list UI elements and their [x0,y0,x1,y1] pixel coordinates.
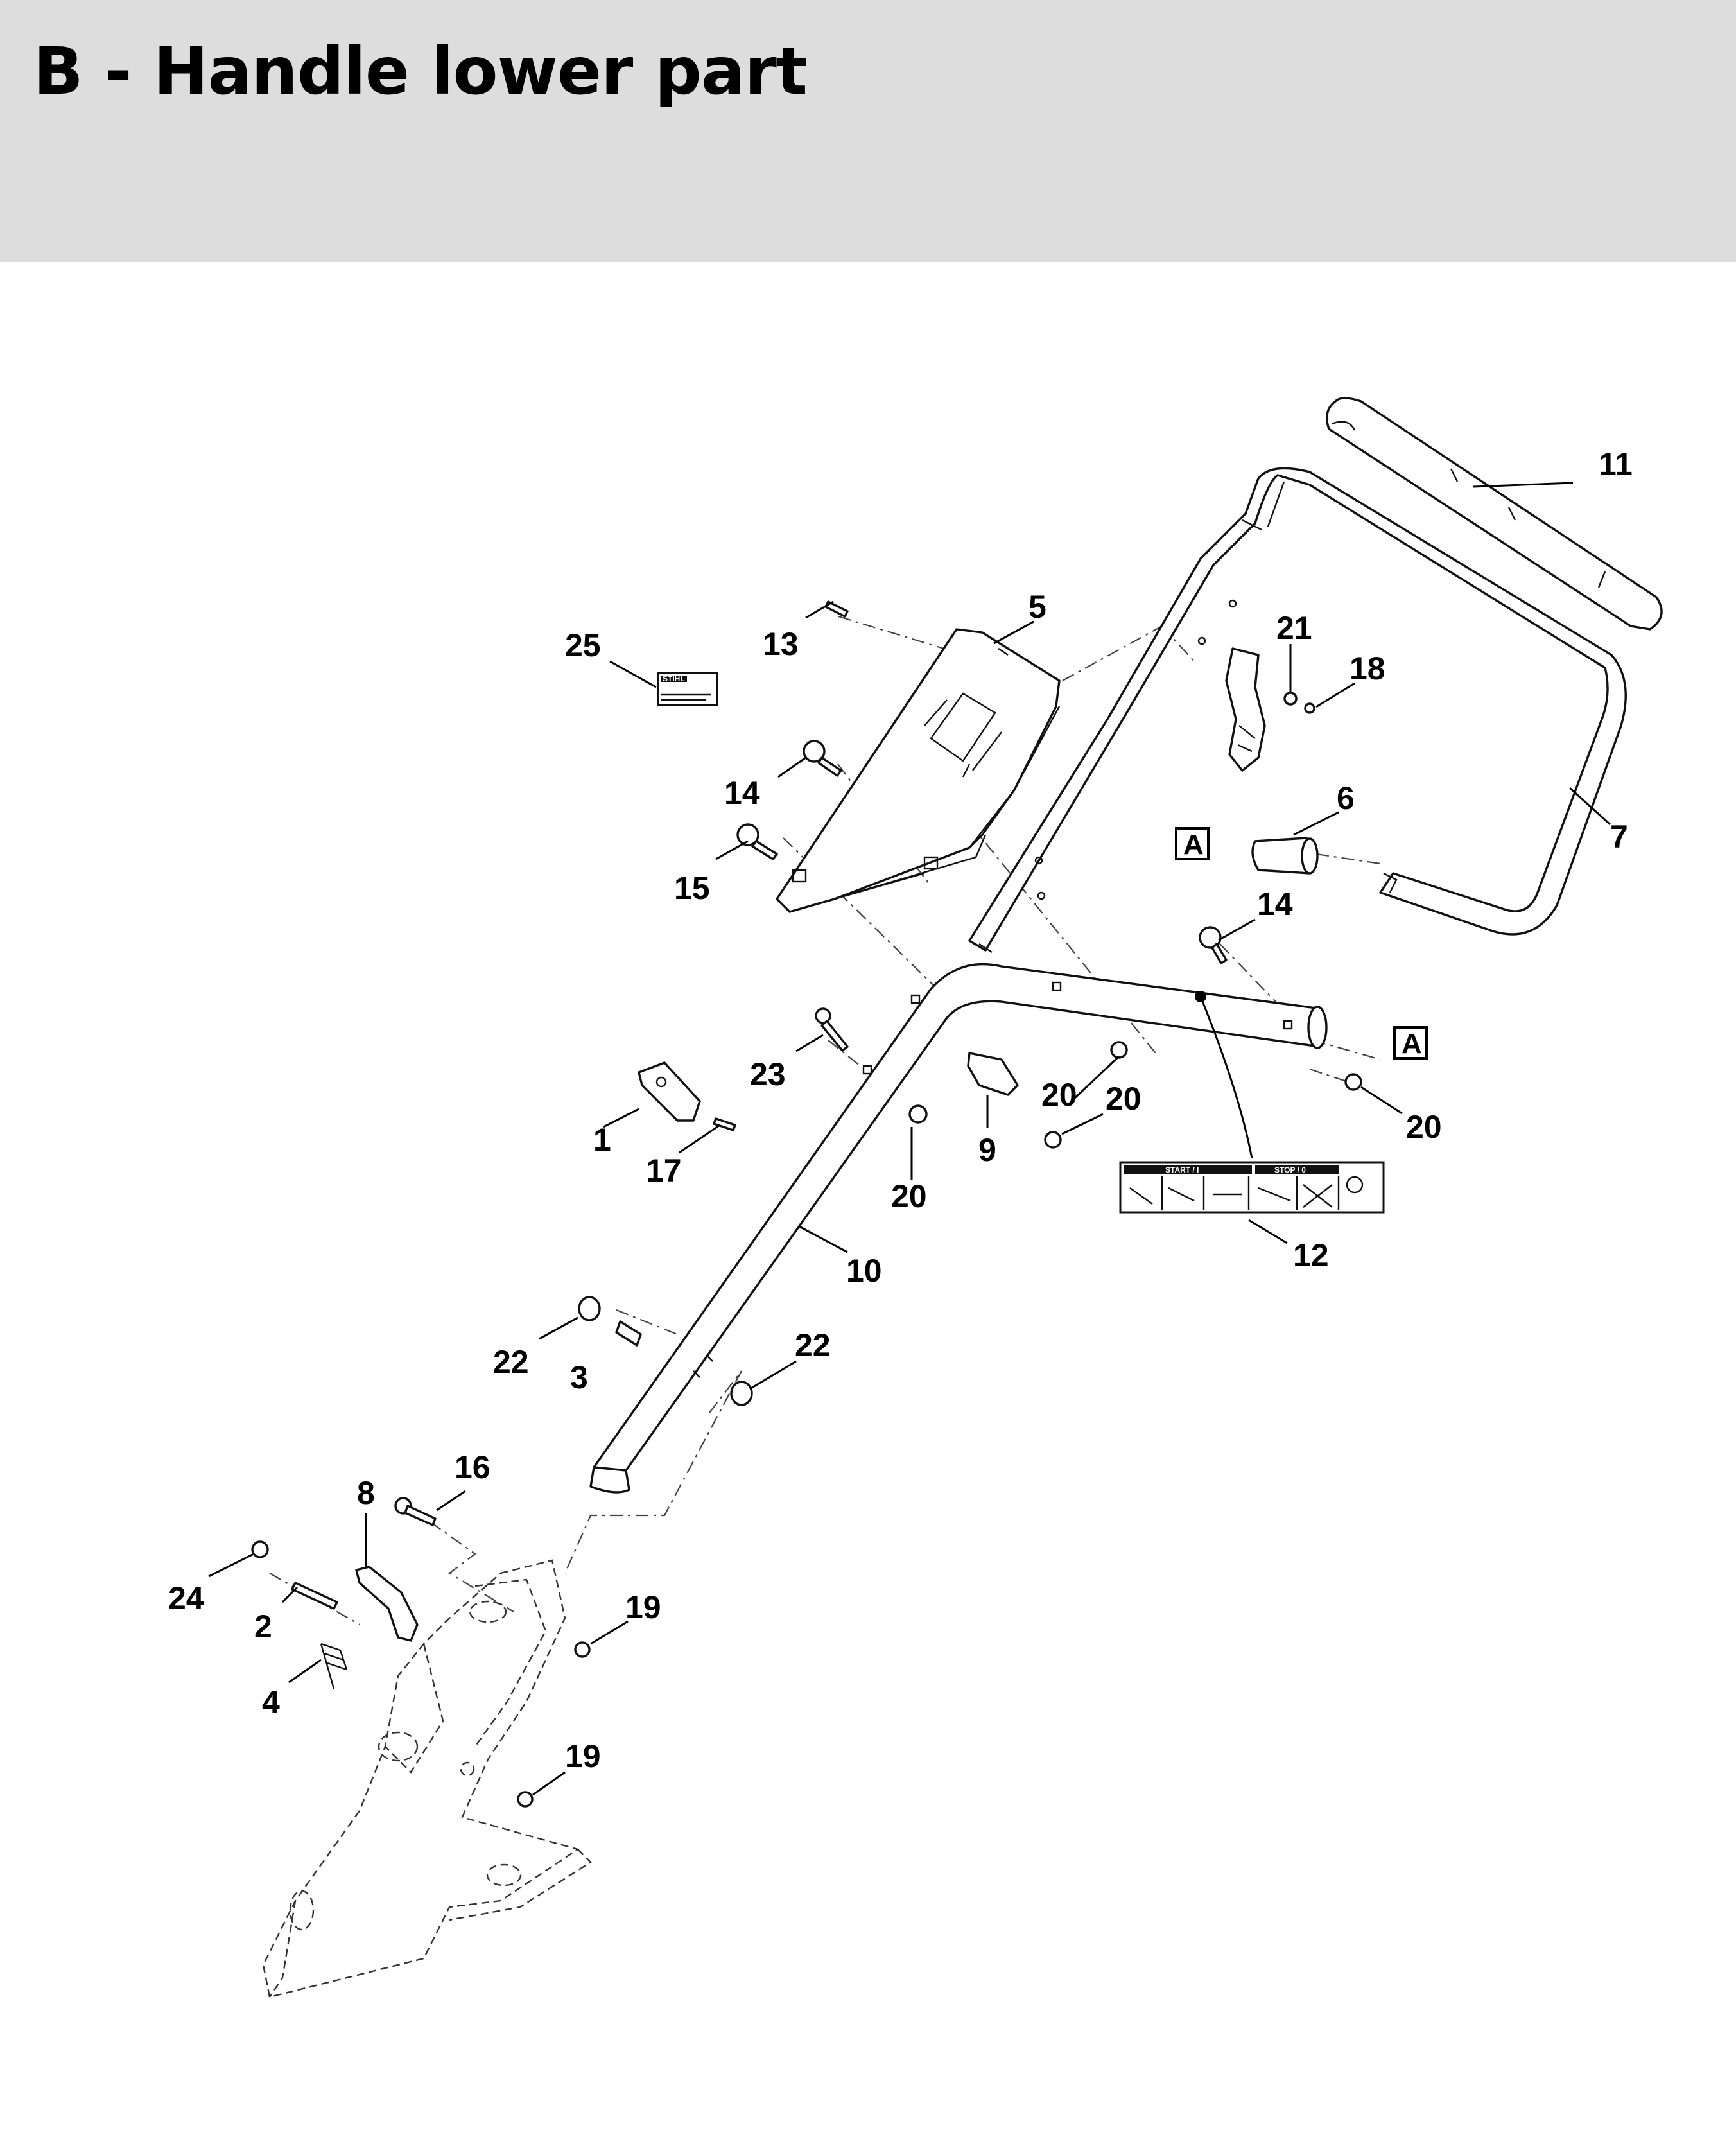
callout-16: 16 [455,1449,490,1485]
callout-3: 3 [570,1359,588,1395]
reference-marker-right: A [1393,1026,1428,1060]
lower-tube [589,963,1328,1494]
callout-18: 18 [1350,650,1385,686]
callout-2: 2 [254,1609,272,1644]
callout-6: 6 [1337,780,1355,816]
callout-24: 24 [168,1580,204,1616]
callout-20-d: 20 [1406,1109,1442,1145]
header-band: B - Handle lower part [0,0,1736,262]
callout-19-lower: 19 [565,1738,601,1774]
callout-14-upper: 14 [724,775,760,811]
small-parts [251,600,1362,1808]
callout-20-c: 20 [891,1178,927,1214]
reference-marker-left-letter: A [1183,829,1204,860]
callout-22-right: 22 [795,1327,831,1363]
upper-handle-loop [968,467,1627,954]
callout-7: 7 [1610,819,1628,855]
callout-leaders [208,482,1611,1796]
callout-20-b: 20 [1106,1081,1141,1117]
callout-12: 12 [1293,1237,1329,1273]
callout-numbers: 11 5 13 25 21 18 6 7 14 15 14 23 1 17 9 … [168,446,1633,1774]
brand-mark-text: STIHL [663,674,685,683]
callout-25: 25 [565,627,601,663]
callout-4: 4 [262,1684,280,1720]
callout-8: 8 [357,1475,375,1511]
callout-19-upper: 19 [625,1589,661,1625]
reference-marker-left: A [1175,827,1210,860]
callout-5: 5 [1029,589,1046,625]
callout-23: 23 [750,1056,786,1092]
decal-stop-label: STOP / 0 [1274,1165,1306,1174]
callout-17: 17 [646,1153,682,1189]
callout-9: 9 [978,1132,996,1168]
page-title: B - Handle lower part [33,33,808,110]
callout-14-right: 14 [1257,886,1293,922]
callout-21: 21 [1276,610,1312,646]
cover-plate [776,628,1061,913]
callout-20-a: 20 [1041,1077,1077,1113]
callout-15: 15 [674,870,710,906]
callout-22-left: 22 [493,1344,529,1380]
callout-1: 1 [593,1122,611,1158]
label-decal-25: STIHL [657,672,718,706]
decal-start-label: START / I [1165,1165,1199,1174]
callout-13: 13 [763,626,799,662]
lower-handle-bracket-ghost [262,1559,592,1998]
reference-marker-right-letter: A [1402,1028,1422,1060]
grip-sleeve [1326,397,1663,631]
callout-11: 11 [1599,446,1633,482]
start-stop-decal: START / I STOP / 0 [1119,1161,1385,1214]
callout-10: 10 [846,1253,882,1289]
